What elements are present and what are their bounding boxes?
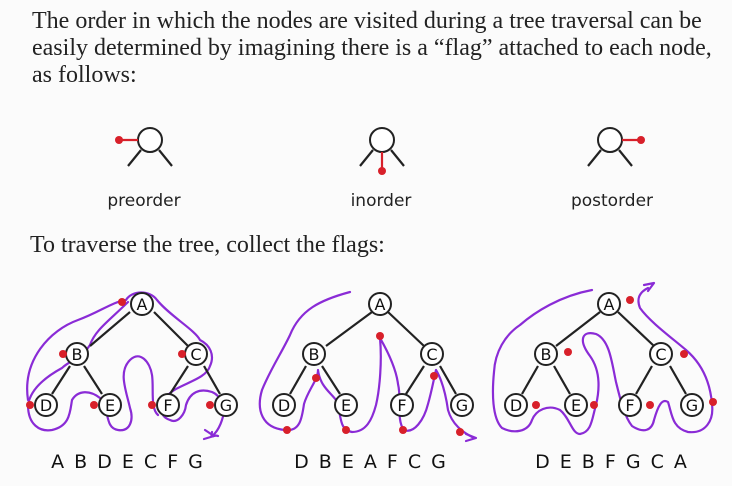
preorder-flag-icon: [115, 127, 173, 167]
preorder-node-f: F: [163, 396, 172, 415]
inorder-sequence: D B E A F C G: [294, 451, 448, 473]
postorder-node-c: C: [655, 345, 666, 364]
inorder-node-c: C: [426, 345, 437, 364]
inorder-node-f: F: [397, 396, 406, 415]
inorder-label: inorder: [351, 191, 412, 211]
postorder-node-e: E: [571, 396, 581, 415]
postorder-node-f: F: [625, 396, 634, 415]
inorder-node-a: A: [375, 295, 386, 314]
preorder-label: preorder: [107, 191, 180, 211]
postorder-label: postorder: [571, 191, 653, 211]
preorder-node-e: E: [105, 396, 115, 415]
postorder-flag-icon: [587, 127, 645, 167]
preorder-node-c: C: [190, 345, 201, 364]
traverse-heading: To traverse the tree, collect the flags:: [30, 232, 385, 258]
preorder-node-g: G: [220, 396, 232, 415]
inorder-node-b: B: [309, 345, 320, 364]
postorder-node-g: G: [686, 396, 698, 415]
postorder-node-a: A: [604, 295, 615, 314]
inorder-node-e: E: [341, 396, 351, 415]
preorder-node-b: B: [72, 345, 83, 364]
inorder-path: [258, 290, 476, 440]
postorder-tree: [491, 281, 717, 436]
preorder-sequence: A B D E C F G: [51, 451, 205, 473]
postorder-node-b: B: [541, 345, 552, 364]
inorder-node-d: D: [278, 396, 290, 415]
intro-text: The order in which the nodes are visited…: [32, 8, 712, 88]
preorder-tree: [26, 291, 238, 441]
preorder-node-d: D: [40, 396, 52, 415]
inorder-node-g: G: [456, 396, 468, 415]
preorder-node-a: A: [137, 295, 148, 314]
postorder-node-d: D: [510, 396, 522, 415]
postorder-sequence: D E B F G C A: [535, 451, 689, 473]
inorder-tree: [258, 290, 478, 443]
inorder-flag-icon: [359, 127, 405, 175]
